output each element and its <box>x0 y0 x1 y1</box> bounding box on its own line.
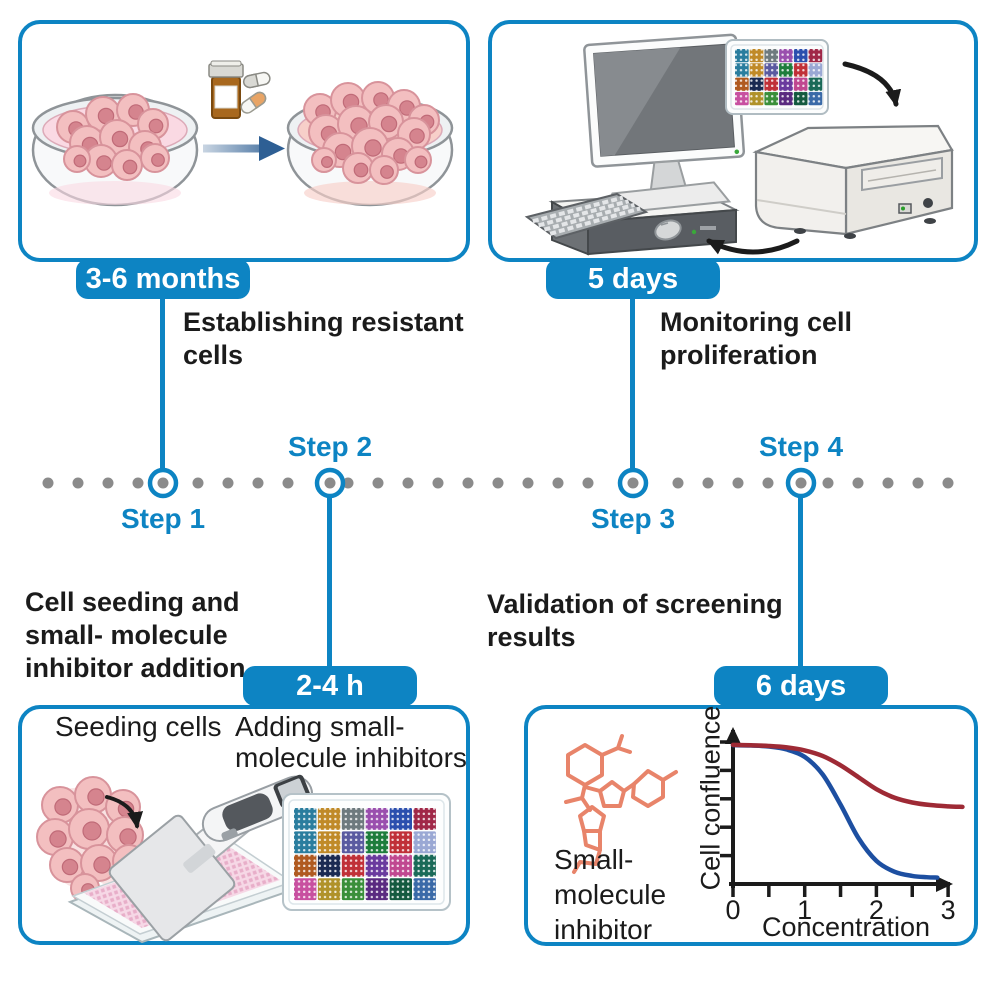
step3-description: Monitoring cell proliferation <box>660 307 852 370</box>
badge-step2-duration: 2-4 h <box>243 666 417 706</box>
chart-ylabel: Cell confluence <box>695 705 726 891</box>
timeline <box>42 467 954 499</box>
step2-description: Cell seeding and small- molecule inhibit… <box>25 587 246 683</box>
adding-inhibitors-label: Adding small- molecule inhibitors <box>235 711 467 773</box>
badge-step4-duration: 6 days <box>714 666 888 706</box>
badge-step3-duration: 5 days <box>546 259 720 299</box>
connector-step2 <box>327 497 332 666</box>
seeding-cells-label: Seeding cells <box>55 711 222 742</box>
step2-label: Step 2 <box>287 431 373 462</box>
panel-establishing-resistant-cells <box>18 20 470 262</box>
step3-label: Step 3 <box>590 503 676 534</box>
step1-label: Step 1 <box>120 503 206 534</box>
step4-label: Step 4 <box>758 431 844 462</box>
badge-step1-duration: 3-6 months <box>76 259 250 299</box>
panel-monitoring-cell-proliferation <box>488 20 978 262</box>
small-molecule-inhibitor-label: Small- molecule inhibitor <box>554 844 667 945</box>
chart-xlabel: Concentration <box>761 912 931 942</box>
connector-step1 <box>160 298 165 469</box>
connector-step4 <box>798 497 803 666</box>
connector-step3 <box>630 298 635 469</box>
step1-description: Establishing resistant cells <box>183 307 464 370</box>
step4-description: Validation of screening results <box>487 589 783 652</box>
